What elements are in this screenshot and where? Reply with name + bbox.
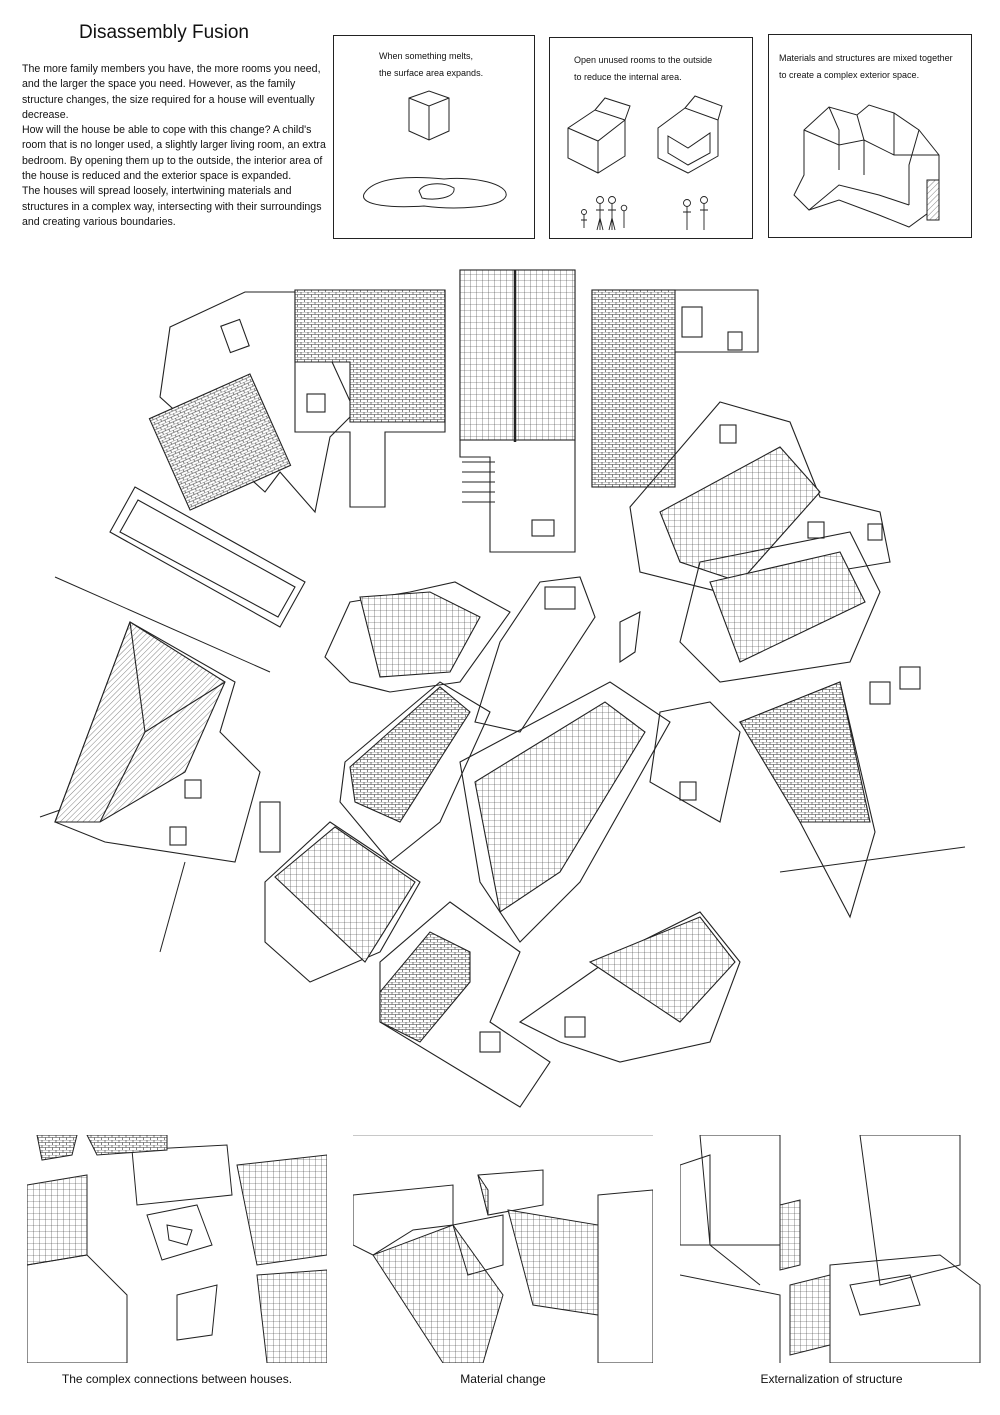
connections-sketch [27, 1135, 327, 1363]
concept-caption-line: to reduce the internal area. [574, 72, 682, 82]
concept-caption: When something melts, the surface area e… [379, 48, 483, 82]
perspective-caption: Externalization of structure [760, 1372, 903, 1386]
concept-caption-line: When something melts, [379, 51, 474, 61]
perspective-caption: The complex connections between houses. [61, 1372, 293, 1386]
material-change-sketch [353, 1135, 653, 1363]
concept-caption-line: Open unused rooms to the outside [574, 55, 713, 65]
site-plan-drawing [39, 269, 966, 1108]
intro-text: The more family members you have, the mo… [22, 62, 330, 230]
mixed-structures-illustration [793, 104, 940, 228]
open-rooms-illustration [567, 95, 723, 231]
concept-panel-open-rooms: Open unused rooms to the outside to redu… [549, 37, 753, 239]
concept-panel-melt: When something melts, the surface area e… [333, 35, 535, 239]
perspective-caption: Material change [460, 1372, 546, 1386]
concept-caption-line: to create a complex exterior space. [779, 70, 920, 80]
externalization-sketch [680, 1135, 981, 1363]
intro-paragraph: The more family members you have, the mo… [22, 63, 321, 121]
concept-caption-line: the surface area expands. [379, 68, 484, 78]
concept-caption-line: Materials and structures are mixed toget… [779, 53, 953, 63]
intro-paragraph: The houses will spread loosely, intertwi… [22, 185, 322, 228]
melting-cube-illustration [363, 90, 507, 209]
perspective-connections [27, 1135, 327, 1363]
concept-caption: Open unused rooms to the outside to redu… [574, 52, 712, 86]
concept-caption: Materials and structures are mixed toget… [779, 50, 953, 84]
page-title: Disassembly Fusion [79, 22, 249, 43]
intro-paragraph: How will the house be able to cope with … [22, 124, 326, 183]
perspective-externalization [680, 1135, 983, 1363]
concept-panel-mixed: Materials and structures are mixed toget… [768, 34, 972, 238]
perspective-material-change [353, 1135, 653, 1363]
